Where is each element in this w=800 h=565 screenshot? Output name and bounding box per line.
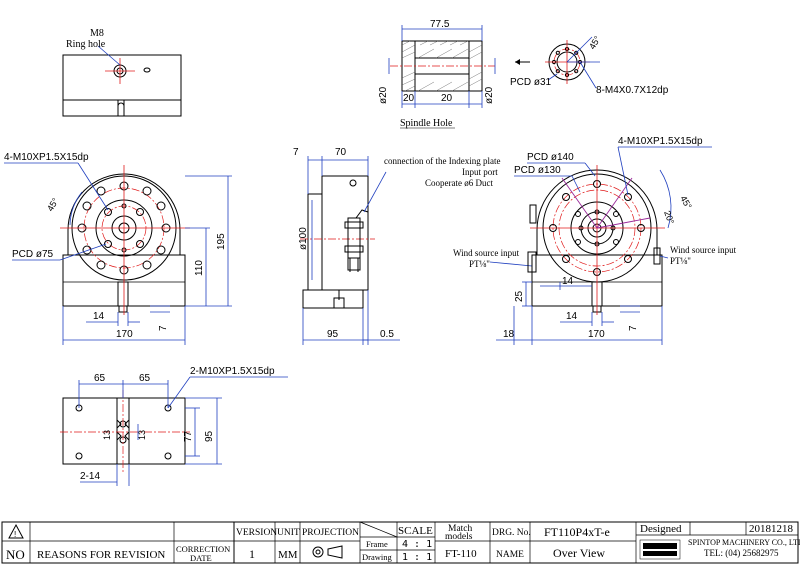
side-dia-100: ø100 (298, 227, 309, 250)
tb-match-1: Match (448, 524, 473, 534)
tb-correction-2: DATE (190, 553, 212, 563)
tb-match-2: models (445, 532, 473, 542)
side-wind-size: PT⅛" (469, 259, 490, 269)
side-wind-label: Wind source input (453, 248, 520, 258)
right-wind-label: Wind source input (670, 245, 737, 255)
front-angle: 45° (45, 196, 61, 213)
side-note-duct: Cooperate ø6 Duct (425, 178, 493, 188)
projection-symbol-icon (312, 545, 343, 559)
front-base-width: 170 (116, 329, 133, 340)
side-gap: 0.5 (380, 329, 394, 340)
top-view: M8 Ring hole (62, 28, 182, 117)
tb-designed-value: 20181218 (749, 523, 794, 535)
right-dim-7: 7 (628, 325, 639, 331)
side-dim-70: 70 (335, 147, 347, 158)
bottom-thread: 2-M10XP1.5X15dp (190, 366, 275, 377)
right-dim-14b: 14 (566, 311, 578, 322)
side-view: 7 70 ø100 95 0.5 connection of the Index… (293, 147, 533, 345)
tb-unit-header: UNIT (277, 528, 300, 538)
spindle-length: 77.5 (430, 19, 450, 30)
tb-drg-value: FT110P4xT-e (544, 525, 610, 539)
spindle-title: Spindle Hole (400, 118, 453, 129)
spindle-angle: 45° (587, 34, 603, 51)
front-slot-depth: 7 (158, 325, 169, 331)
front-pcd: PCD ø75 (12, 249, 54, 260)
bottom-dim-65a: 65 (94, 373, 106, 384)
spindle-pcd: PCD ø31 (510, 77, 552, 88)
tb-no: NO (6, 547, 25, 562)
tb-designed-header: Designed (640, 523, 682, 535)
bottom-dim-77: 77 (183, 430, 194, 442)
side-note-input: Input port (462, 167, 498, 177)
right-dim-25: 25 (514, 290, 525, 302)
tb-drawing-value: 1 : 1 (402, 552, 432, 563)
spindle-thread: 8-M4X0.7X12dp (596, 85, 669, 96)
tb-frame-value: 4 : 1 (402, 539, 432, 550)
spindle-bottom-a: 20 (403, 93, 415, 104)
ring-hole-size: M8 (90, 28, 104, 39)
bottom-dim-95: 95 (204, 430, 215, 442)
front-height-total: 195 (216, 233, 227, 250)
side-dim-7: 7 (293, 147, 299, 158)
tb-match-value: FT-110 (445, 548, 477, 560)
tb-name-header: NAME (496, 550, 524, 560)
title-block: ! NO REASONS FOR REVISION CORRECTION DAT… (1, 521, 800, 564)
tb-projection-header: PROJECTION (302, 528, 359, 538)
front-height-center: 110 (194, 260, 205, 276)
tb-version-header: VERSION (236, 528, 277, 538)
right-dim-18: 18 (503, 329, 515, 340)
front-thread: 4-M10XP1.5X15dp (4, 152, 89, 163)
side-width: 95 (327, 329, 339, 340)
svg-text:!: ! (14, 530, 16, 539)
bottom-view: 65 65 2-M10XP1.5X15dp 13 13 77 95 2-14 (60, 366, 288, 486)
spindle-end-view: 45° PCD ø31 8-M4X0.7X12dp (510, 34, 669, 96)
tb-version-value: 1 (249, 547, 255, 561)
spindle-left-dia: ø20 (378, 86, 389, 104)
tb-drawing-label: Drawing (362, 552, 392, 562)
right-angle45: 45° (678, 194, 694, 211)
tb-drg-header: DRG. No. (492, 528, 531, 538)
bottom-dim-2-14: 2-14 (80, 471, 100, 482)
tb-scale-header: SCALE (398, 525, 433, 537)
company-logo-icon (639, 539, 681, 560)
bottom-dim-13b: 13 (102, 430, 112, 440)
spindle-section: 77.5 ø20 ø20 20 20 Spindle Hole (378, 19, 496, 129)
right-dim-170: 170 (588, 329, 605, 340)
front-slot-width: 14 (93, 311, 105, 322)
tb-name-value: Over View (553, 546, 605, 560)
bottom-dim-65b: 65 (139, 373, 151, 384)
side-note-plate: connection of the Indexing plate (384, 156, 500, 166)
right-pcd130: PCD ø130 (514, 165, 561, 176)
tb-correction-1: CORRECTION (176, 544, 230, 554)
right-wind-size: PT⅛" (670, 256, 691, 266)
spindle-bottom-b: 20 (441, 93, 453, 104)
right-angle20: 20° (662, 209, 676, 226)
right-thread: 4-M10XP1.5X15dp (618, 136, 703, 147)
front-view: 4-M10XP1.5X15dp 45° PCD ø75 195 110 14 1… (4, 152, 232, 345)
right-view: PCD ø140 PCD ø130 4-M10XP1.5X15dp 45° 20… (496, 136, 737, 345)
tb-reasons: REASONS FOR REVISION (37, 549, 165, 561)
bottom-dim-13a: 13 (137, 430, 147, 440)
tb-tel: TEL: (04) 25682975 (704, 548, 779, 558)
spindle-right-dia: ø20 (484, 86, 495, 104)
right-pcd140: PCD ø140 (527, 152, 574, 163)
right-dim-14a: 14 (562, 276, 574, 287)
tb-unit-value: MM (278, 549, 298, 561)
tb-frame-label: Frame (366, 539, 388, 549)
tb-company: SPINTOP MACHINERY CO., LTD. (688, 538, 800, 547)
ring-hole-label: Ring hole (66, 39, 106, 50)
